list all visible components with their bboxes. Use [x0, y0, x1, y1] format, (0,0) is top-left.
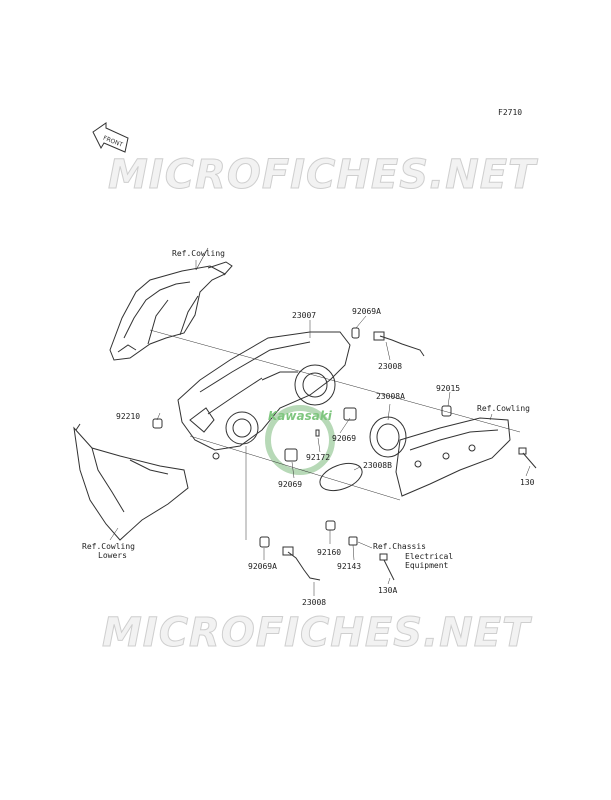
cover-part	[369, 416, 407, 458]
label-23008B: 23008B	[363, 461, 392, 470]
label-92172: 92172	[306, 453, 331, 462]
front-arrow-icon: FRONT	[92, 122, 129, 153]
bulb-part	[319, 462, 363, 492]
headlight-housing-part	[177, 331, 351, 460]
label-ref-cowling-top: Ref.Cowling	[172, 249, 225, 258]
label-92160: 92160	[317, 548, 342, 557]
label-92069-a: 92069	[332, 434, 357, 443]
upper-cowling-part	[109, 247, 233, 361]
right-cowling-part	[395, 417, 511, 497]
label-ref-cowling-lowers-2: Lowers	[98, 551, 127, 560]
label-23008A: 23008A	[376, 392, 405, 401]
leader-lines	[109, 260, 531, 596]
kawasaki-mark-label: Kawasaki	[268, 409, 333, 423]
label-130A: 130A	[378, 586, 398, 595]
label-ref-chassis-1: Ref.Chassis	[373, 542, 426, 551]
lower-socket-part	[259, 536, 321, 581]
clip-part	[284, 407, 357, 462]
watermark-bottom: MICROFICHES.NET	[101, 610, 531, 657]
label-92015: 92015	[436, 384, 461, 393]
figure-id: F2710	[498, 108, 523, 117]
label-23008-top: 23008	[378, 362, 403, 371]
label-92143: 92143	[337, 562, 362, 571]
label-130: 130	[520, 478, 535, 487]
label-ref-chassis-3: Equipment	[405, 561, 449, 570]
bulb-socket-part	[351, 327, 425, 357]
label-92069-b: 92069	[278, 480, 303, 489]
label-92069A-bottom: 92069A	[248, 562, 277, 571]
watermark-top: MICROFICHES.NET	[107, 152, 537, 199]
lower-cowling-part	[73, 423, 189, 541]
grommet-part	[152, 405, 452, 546]
label-92210: 92210	[116, 412, 141, 421]
label-ref-cowling-lowers-1: Ref.Cowling	[82, 542, 135, 551]
kawasaki-mark-icon: Kawasaki	[265, 405, 335, 475]
label-ref-chassis-2: Electrical	[405, 552, 454, 561]
label-23007: 23007	[292, 311, 317, 320]
label-23008-bottom: 23008	[302, 598, 327, 607]
label-92069A-top: 92069A	[352, 307, 381, 316]
bolt-part	[379, 447, 537, 581]
label-ref-cowling-right: Ref.Cowling	[477, 404, 530, 413]
